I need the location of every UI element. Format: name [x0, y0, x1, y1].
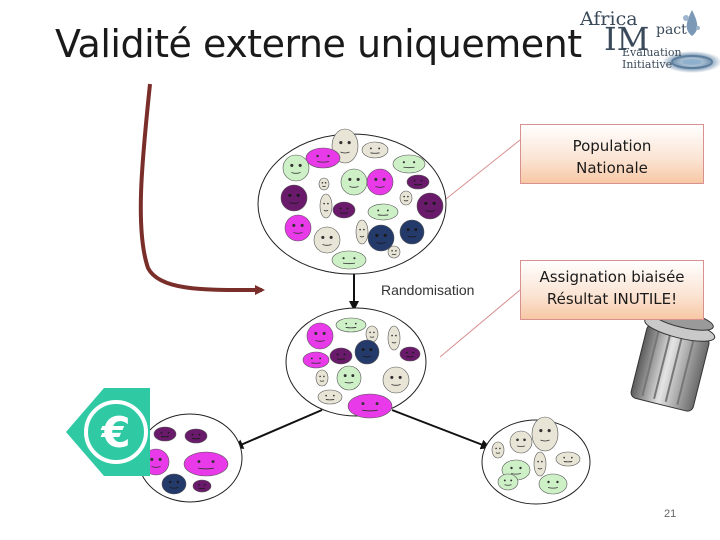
person-face: [284, 214, 312, 242]
person-face: [387, 325, 401, 351]
euro-symbol: €: [100, 408, 130, 457]
person-face: [366, 168, 394, 196]
logo-text-im: IM: [604, 20, 650, 58]
person-face: [355, 219, 369, 245]
person-face: [416, 192, 444, 220]
arrow-to-treatment: [233, 409, 323, 449]
bias-callout-line1: Assignation biaisée: [539, 268, 685, 286]
africa-impact-logo: Africa IM pact Evaluation Initiative: [560, 0, 720, 102]
person-face: [331, 250, 367, 270]
person-face: [399, 190, 413, 206]
person-face: [318, 177, 330, 191]
person-face: [184, 428, 208, 444]
person-face: [533, 451, 547, 477]
person-face: [192, 479, 212, 493]
person-face: [317, 389, 343, 405]
person-face: [302, 351, 330, 369]
logo-text-initiative: Initiative: [622, 58, 673, 71]
arrow-to-control: [391, 409, 491, 450]
population-callout: Population Nationale: [520, 124, 704, 184]
biased-assignment-arrow: [138, 83, 265, 296]
person-face: [280, 184, 308, 212]
person-face: [497, 473, 519, 491]
person-face: [367, 224, 395, 252]
person-face: [153, 426, 177, 442]
person-face: [332, 201, 356, 219]
person-face: [387, 245, 401, 259]
water-drop-icon: [662, 10, 720, 73]
person-face: [491, 441, 505, 459]
person-face: [340, 168, 368, 196]
bias-callout: Assignation biaisée Résultat INUTILE!: [520, 260, 704, 320]
bias-callout-line2: Résultat INUTILE!: [546, 290, 678, 308]
person-face: [399, 346, 421, 362]
person-face: [313, 226, 341, 254]
person-face: [509, 430, 533, 454]
person-face: [538, 473, 568, 495]
population-callout-line2: Nationale: [576, 159, 648, 177]
logo-text-evaluation: Evaluation: [622, 46, 682, 59]
person-face: [367, 203, 399, 221]
bias-pointer-line: [439, 289, 521, 358]
person-face: [392, 154, 426, 174]
person-face: [306, 322, 334, 350]
slide-title: Validité externe uniquement: [55, 22, 582, 66]
person-face: [336, 365, 362, 391]
logo-text-africa: Africa: [580, 8, 638, 30]
person-face: [361, 141, 389, 159]
population-callout-line1: Population: [572, 137, 652, 155]
person-face: [335, 317, 367, 333]
person-face: [406, 174, 430, 190]
person-face: [382, 366, 410, 394]
person-face: [161, 473, 187, 495]
person-face: [315, 369, 329, 387]
randomisation-label: Randomisation: [381, 282, 475, 298]
person-face: [399, 219, 425, 245]
person-face: [531, 416, 559, 452]
person-face: [319, 193, 333, 219]
person-face: [183, 451, 229, 477]
logo-text-pact: pact: [656, 22, 687, 38]
euro-icon: €: [66, 388, 150, 476]
page-number: 21: [664, 508, 677, 520]
person-face: [282, 154, 310, 182]
person-face: [305, 147, 341, 169]
person-face: [329, 347, 353, 365]
person-face: [354, 339, 380, 365]
person-face: [555, 451, 581, 467]
person-face: [365, 325, 379, 343]
person-face: [347, 393, 393, 419]
